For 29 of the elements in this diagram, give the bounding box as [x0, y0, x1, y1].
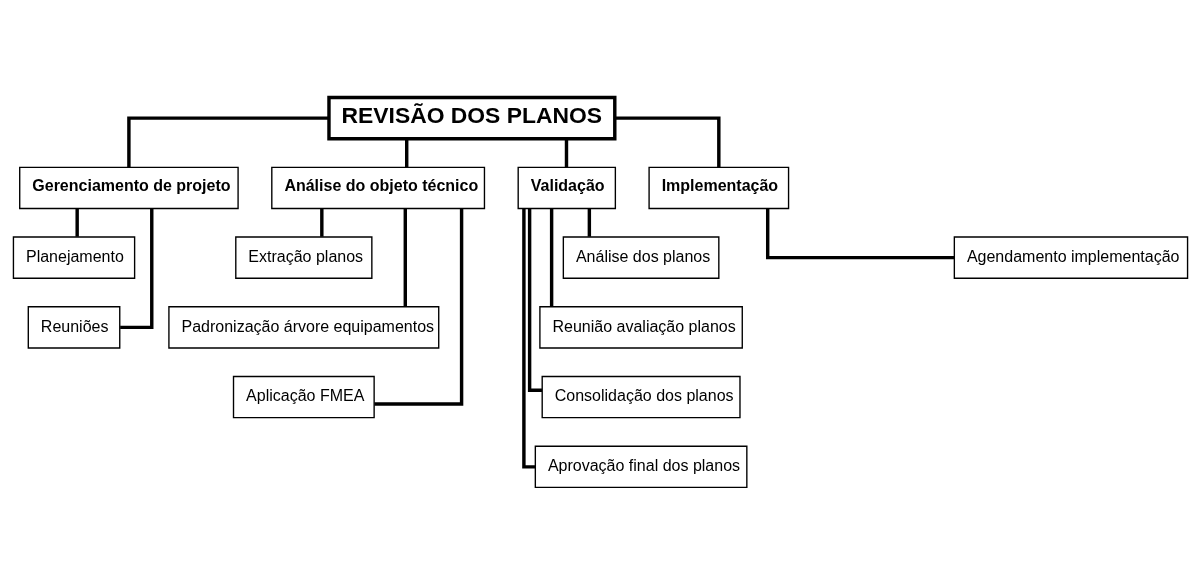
node-box: Análise dos planos [562, 236, 720, 279]
node-box: Análise do objeto técnico [271, 166, 486, 210]
connector [127, 116, 329, 167]
connector [522, 208, 536, 469]
node-box: Gerenciamento de projeto [19, 166, 239, 210]
connector [320, 208, 324, 237]
connector [766, 208, 955, 260]
connector [549, 208, 554, 307]
connector [614, 116, 721, 167]
node-box: Aplicação FMEA [232, 375, 375, 419]
node-box: Validação [517, 166, 617, 210]
node-box: Implementação [648, 166, 790, 210]
connector [374, 208, 464, 406]
connector [405, 139, 409, 167]
node-box: Consolidação dos planos [541, 375, 741, 419]
connector [403, 208, 407, 307]
node-box: Aprovação final dos planos [534, 445, 748, 489]
node-box: Agendamento implementação [953, 236, 1189, 279]
connector [120, 208, 154, 330]
node-box: Padronização árvore equipamentos [168, 306, 440, 349]
node-box: Reunião avaliação planos [539, 306, 743, 349]
connector [75, 208, 79, 237]
node-box: Reuniões [27, 306, 121, 349]
node-box: Planejamento [12, 236, 136, 279]
connector [587, 208, 592, 237]
node-box: Extração planos [235, 236, 373, 279]
connector [564, 139, 569, 167]
node-box: REVISÃO DOS PLANOS [327, 95, 617, 141]
connector [527, 208, 542, 392]
